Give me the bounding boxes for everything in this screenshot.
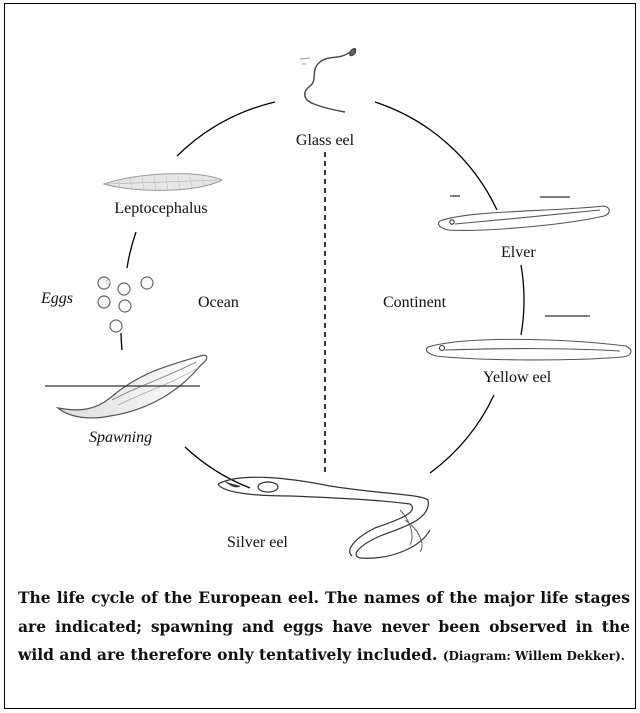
eggs-icon	[98, 277, 153, 332]
label-silver-eel: Silver eel	[227, 534, 288, 551]
label-leptocephalus: Leptocephalus	[114, 200, 207, 217]
label-elver: Elver	[501, 244, 536, 261]
label-yellow-eel: Yellow eel	[483, 369, 552, 386]
cycle-circle	[121, 102, 524, 488]
caption-credit: (Diagram: Willem Dekker).	[443, 649, 625, 663]
label-spawning: Spawning	[89, 429, 152, 446]
arc-lepto-to-glass	[177, 102, 275, 156]
arc-yellow-to-silver	[430, 395, 494, 473]
label-glass-eel: Glass eel	[296, 132, 355, 149]
arc-eggs-to-lepto	[121, 333, 122, 350]
glass-eel-icon	[300, 49, 356, 112]
label-ocean: Ocean	[198, 294, 239, 311]
yellow-eel-icon	[426, 316, 631, 360]
arc-lepto-to-eggs	[127, 232, 136, 268]
figure-caption: The life cycle of the European eel. The …	[18, 584, 630, 671]
label-continent: Continent	[383, 294, 447, 311]
arc-glass-to-elver	[375, 102, 497, 210]
leptocephalus-icon	[104, 174, 222, 191]
spawning-eel-icon	[45, 355, 207, 418]
elver-icon	[438, 196, 609, 230]
arc-silver-to-spawning	[185, 447, 250, 488]
arc-elver-to-yellow	[521, 265, 524, 335]
label-eggs: Eggs	[40, 290, 73, 307]
